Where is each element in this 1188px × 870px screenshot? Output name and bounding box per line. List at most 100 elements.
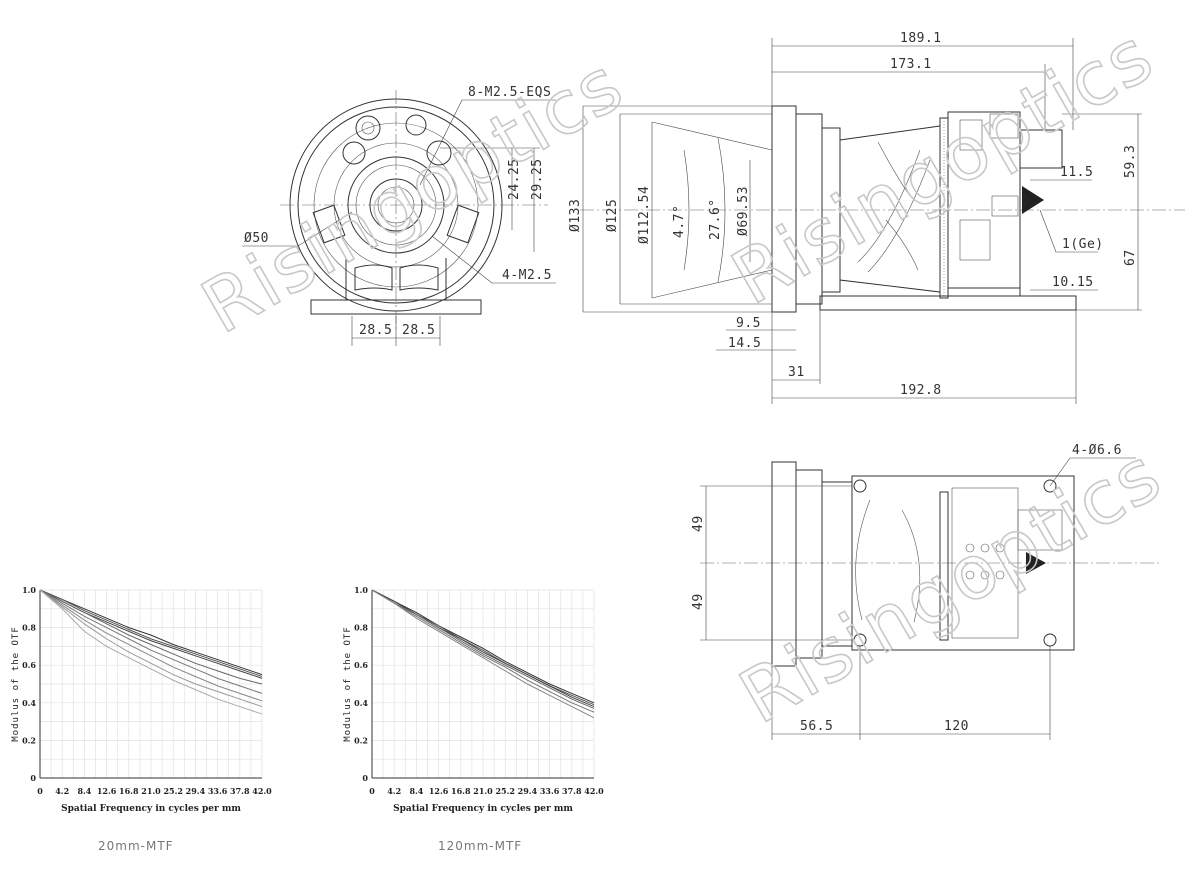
- top-base-plate: [851, 475, 1075, 651]
- side-motor-2: [989, 113, 1019, 139]
- front-label-24-25: 24.25: [507, 158, 522, 200]
- side-label-dia-125: Ø125: [605, 199, 620, 232]
- side-cam-slot-2: [867, 159, 931, 273]
- x-tick-label: 0: [369, 786, 375, 796]
- x-tick-label: 12.6: [97, 786, 117, 796]
- side-cam-slot-4: [885, 219, 919, 271]
- top-screw-5: [980, 570, 990, 580]
- x-tick-label: 42.0: [584, 786, 604, 796]
- angle-arc-27-6: [717, 137, 726, 283]
- side-view: 189.1 173.1 Ø133 Ø125 Ø112.54 4.7° 27.6°…: [568, 31, 1185, 404]
- y-tick-label: 1.0: [354, 585, 368, 595]
- y-tick-label: 0.2: [354, 735, 368, 745]
- angle-arc-4-7: [683, 149, 690, 271]
- x-tick-label: 4.2: [55, 786, 69, 796]
- x-tick-label: 8.4: [77, 786, 91, 796]
- top-screw-4: [965, 570, 975, 580]
- front-motor-left: [355, 115, 381, 141]
- x-tick-label: 4.2: [387, 786, 401, 796]
- front-window-left: [354, 264, 393, 291]
- mtf-series-line: [39, 589, 263, 694]
- x-tick-label: 29.4: [186, 786, 206, 796]
- top-label-120: 120: [944, 719, 969, 734]
- x-tick-label: 37.8: [230, 786, 250, 796]
- top-rear-housing: [951, 487, 1019, 639]
- x-tick-label: 16.8: [119, 786, 139, 796]
- side-leader-ge: [1039, 209, 1098, 253]
- x-tick-label: 21.0: [141, 786, 161, 796]
- side-label-1-ge: 1(Ge): [1062, 237, 1104, 252]
- watermark-side: Risingoptics: [718, 12, 1168, 321]
- side-label-14-5: 14.5: [728, 336, 761, 351]
- side-label-189-1: 189.1: [900, 31, 942, 46]
- x-tick-label: 33.6: [540, 786, 560, 796]
- front-leader-top: [419, 99, 556, 186]
- side-label-dia-133: Ø133: [568, 199, 583, 232]
- y-tick-label: 0.8: [354, 623, 368, 633]
- side-label-173-1: 173.1: [890, 57, 932, 72]
- top-screw-2: [980, 543, 990, 553]
- side-label-angle-4-7: 4.7°: [672, 205, 687, 238]
- top-label-49-bottom: 49: [691, 593, 706, 610]
- x-tick-label: 37.8: [562, 786, 582, 796]
- x-tick-label: 42.0: [252, 786, 272, 796]
- mtf-series-line: [371, 589, 595, 709]
- x-tick-label: 29.4: [518, 786, 538, 796]
- front-window-right: [399, 264, 439, 291]
- front-motor-left-hub: [361, 121, 375, 135]
- front-label-29-25: 29.25: [530, 158, 545, 200]
- x-axis-label: Spatial Frequency in cycles per mm: [61, 804, 241, 814]
- front-label-28-5-left: 28.5: [359, 323, 392, 338]
- x-tick-label: 0: [37, 786, 43, 796]
- dim-ext-112-bottom: [651, 269, 773, 299]
- top-leader-holes: [1049, 457, 1136, 487]
- x-tick-label: 33.6: [208, 786, 228, 796]
- side-cam-slot-1: [857, 149, 921, 263]
- top-mount-hole-1: [853, 479, 867, 493]
- x-tick-label: 12.6: [429, 786, 449, 796]
- side-label-dia-69-53: Ø69.53: [736, 186, 751, 236]
- front-leader-dia-50: [242, 211, 353, 247]
- side-rear-housing: [947, 111, 1021, 289]
- side-label-11-5: 11.5: [1060, 165, 1093, 180]
- top-cam-slot-2: [901, 509, 921, 623]
- front-label-28-5-right: 28.5: [402, 323, 435, 338]
- side-sensor-block: [991, 195, 1019, 217]
- mtf-series-line: [371, 589, 595, 708]
- side-label-67: 67: [1123, 249, 1138, 266]
- top-ge-window: [1026, 552, 1046, 574]
- mtf-series-line: [39, 589, 263, 708]
- mtf-series-line: [371, 589, 595, 704]
- x-tick-label: 16.8: [451, 786, 471, 796]
- watermark-front: Risingoptics: [188, 41, 638, 350]
- mtf-series-line: [39, 589, 263, 677]
- side-motor-3: [959, 219, 991, 261]
- y-tick-label: 0.2: [22, 735, 36, 745]
- top-screw-6: [995, 570, 1005, 580]
- front-label-8-m2-5-eqs: 8-M2.5-EQS: [468, 85, 551, 100]
- top-screw-3: [995, 543, 1005, 553]
- side-ge-window: [1022, 186, 1044, 214]
- y-axis-label: Modulus of the OTF: [11, 626, 21, 742]
- side-base-plate: [819, 295, 1077, 311]
- top-label-49-top: 49: [691, 515, 706, 532]
- x-axis-label: Spatial Frequency in cycles per mm: [393, 804, 573, 814]
- y-tick-label: 0: [30, 773, 36, 783]
- top-screw-1: [965, 543, 975, 553]
- watermarks: Risingoptics Risingoptics Risingoptics: [187, 11, 1177, 741]
- x-tick-label: 8.4: [409, 786, 423, 796]
- chart-caption: 20mm-MTF: [98, 839, 174, 853]
- mtf-series-line: [371, 589, 595, 713]
- side-label-angle-27-6: 27.6°: [708, 198, 723, 240]
- side-label-10-15: 10.15: [1052, 275, 1094, 290]
- top-mount-hole-4: [1043, 633, 1057, 647]
- front-motor-right: [426, 140, 452, 166]
- mtf-series-line: [371, 589, 595, 719]
- side-label-9-5: 9.5: [736, 316, 761, 331]
- side-label-59-3: 59.3: [1123, 145, 1138, 178]
- x-tick-label: 21.0: [473, 786, 493, 796]
- side-motor-1: [959, 119, 983, 151]
